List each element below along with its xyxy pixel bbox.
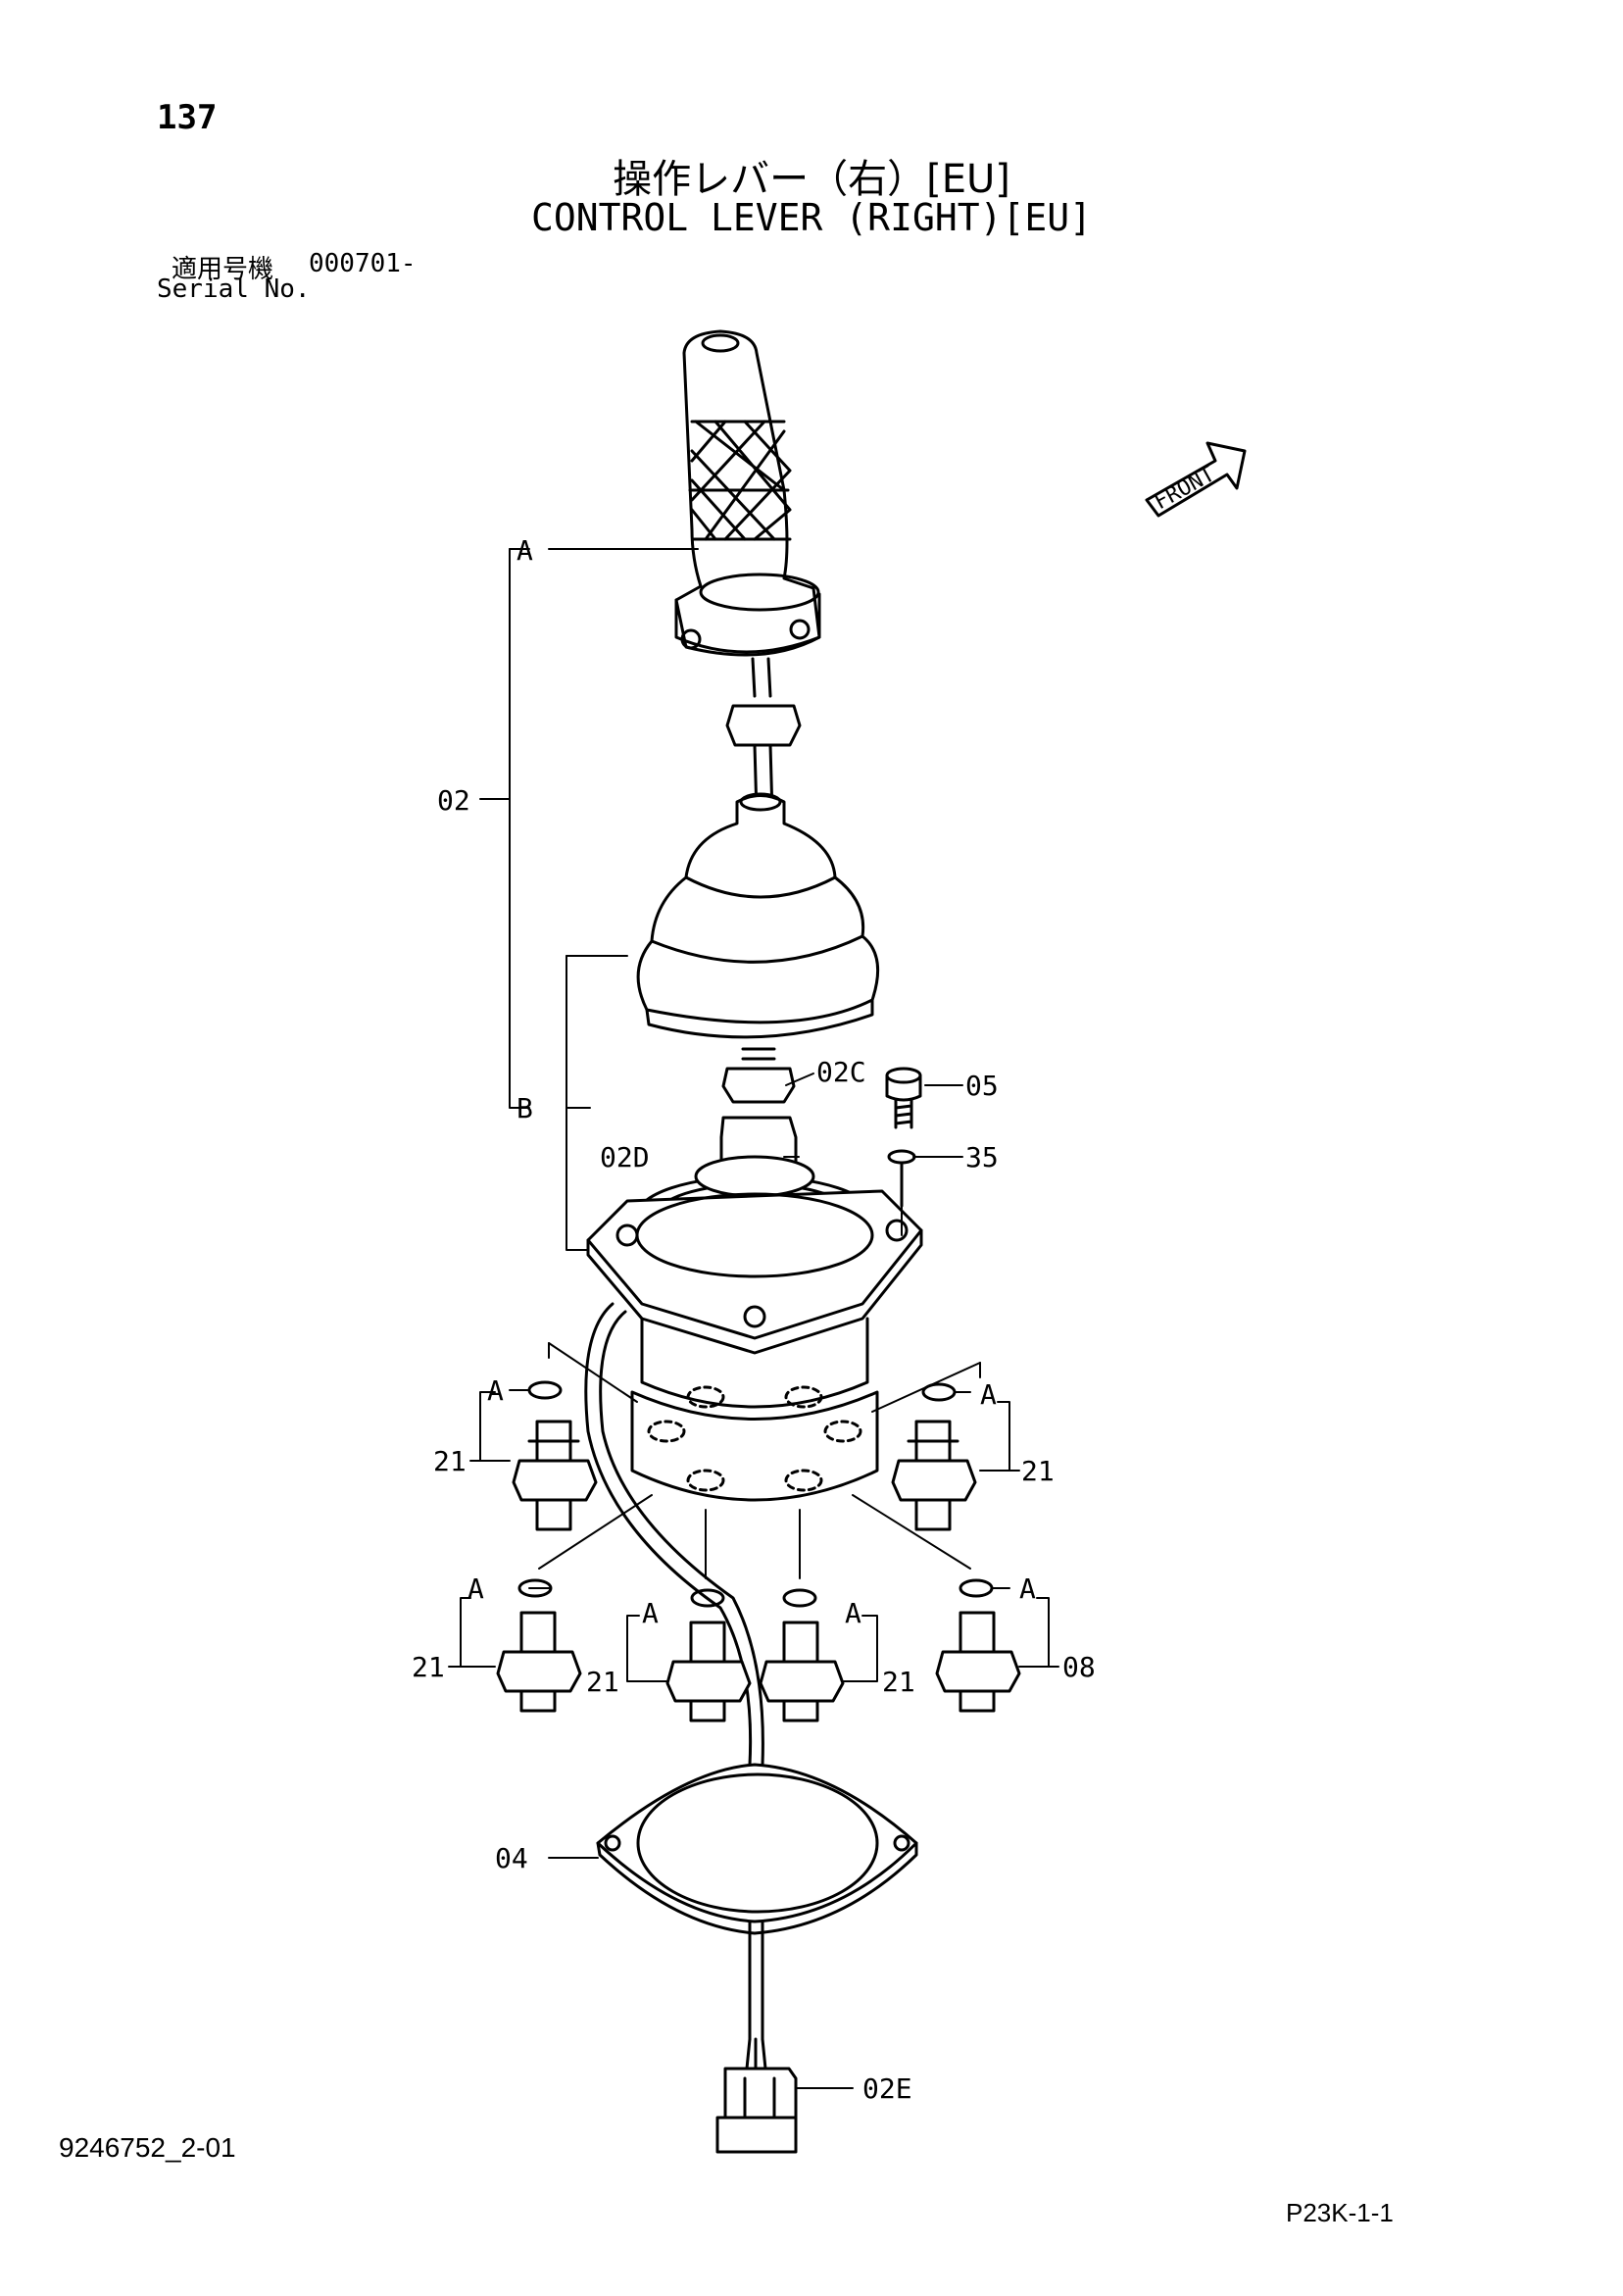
nut-02c — [721, 1047, 796, 1104]
lever-base-housing — [586, 1155, 923, 1502]
callout-21-right-upper: 21 — [1021, 1455, 1055, 1487]
callout-02d: 02D — [600, 1141, 650, 1173]
serial-value: 000701- — [309, 249, 417, 278]
plunger-fittings — [496, 1380, 1021, 1722]
serial-label-japanese: 適用号機 — [172, 255, 274, 284]
callout-a-center-left: A — [642, 1597, 659, 1629]
title-english: CONTROL LEVER (RIGHT)[EU] — [531, 196, 1092, 239]
callout-labels: A B 02 02C 02D 05 35 A 21 A 21 A 21 A 21… — [412, 534, 1096, 2105]
callout-21-center-right: 21 — [882, 1666, 915, 1698]
callout-35: 35 — [965, 1141, 999, 1173]
callout-b: B — [516, 1092, 533, 1124]
screw-05 — [885, 1067, 922, 1129]
connector-02e — [715, 2067, 798, 2154]
callout-21-left-upper: 21 — [433, 1445, 467, 1477]
plunger-fitting — [512, 1420, 598, 1531]
bracket-lines — [448, 548, 1059, 2089]
washer-35 — [887, 1149, 916, 1208]
callout-08: 08 — [1062, 1651, 1096, 1683]
plunger-fitting — [891, 1420, 977, 1531]
plunger-fitting — [935, 1611, 1021, 1713]
title-japanese: 操作レバー（右）[EU] — [613, 157, 1010, 202]
lever-grip — [674, 329, 821, 657]
drawing-number: 9246752_2-01 — [59, 2132, 236, 2163]
lever-shaft — [725, 657, 802, 816]
callout-a-left-upper: A — [487, 1374, 504, 1407]
callout-a-left-lower: A — [467, 1572, 484, 1605]
callout-02c: 02C — [816, 1056, 866, 1088]
gasket-04 — [596, 1763, 918, 1935]
plunger-fitting — [665, 1621, 752, 1722]
front-arrow-icon: FRONT — [1145, 441, 1247, 518]
plunger-fitting — [496, 1611, 582, 1713]
callout-04: 04 — [495, 1842, 528, 1874]
serial-label-english: Serial No. — [157, 275, 311, 304]
callout-02e: 02E — [862, 2072, 912, 2105]
callout-a-top: A — [516, 534, 533, 567]
page-code: P23K-1-1 — [1286, 2198, 1394, 2227]
page-number: 137 — [157, 98, 218, 137]
callout-05: 05 — [965, 1070, 999, 1102]
rubber-boot — [636, 792, 880, 1039]
front-label: FRONT — [1151, 462, 1219, 515]
leader-lines — [538, 1205, 981, 1579]
callout-a-right-lower: A — [1019, 1572, 1036, 1605]
plunger-fitting — [759, 1621, 845, 1722]
callout-a-center-right: A — [845, 1597, 861, 1629]
callout-a-right-upper: A — [980, 1378, 997, 1411]
callout-21-center-left: 21 — [586, 1666, 619, 1698]
callout-02: 02 — [437, 784, 470, 817]
callout-21-left-lower: 21 — [412, 1651, 445, 1683]
